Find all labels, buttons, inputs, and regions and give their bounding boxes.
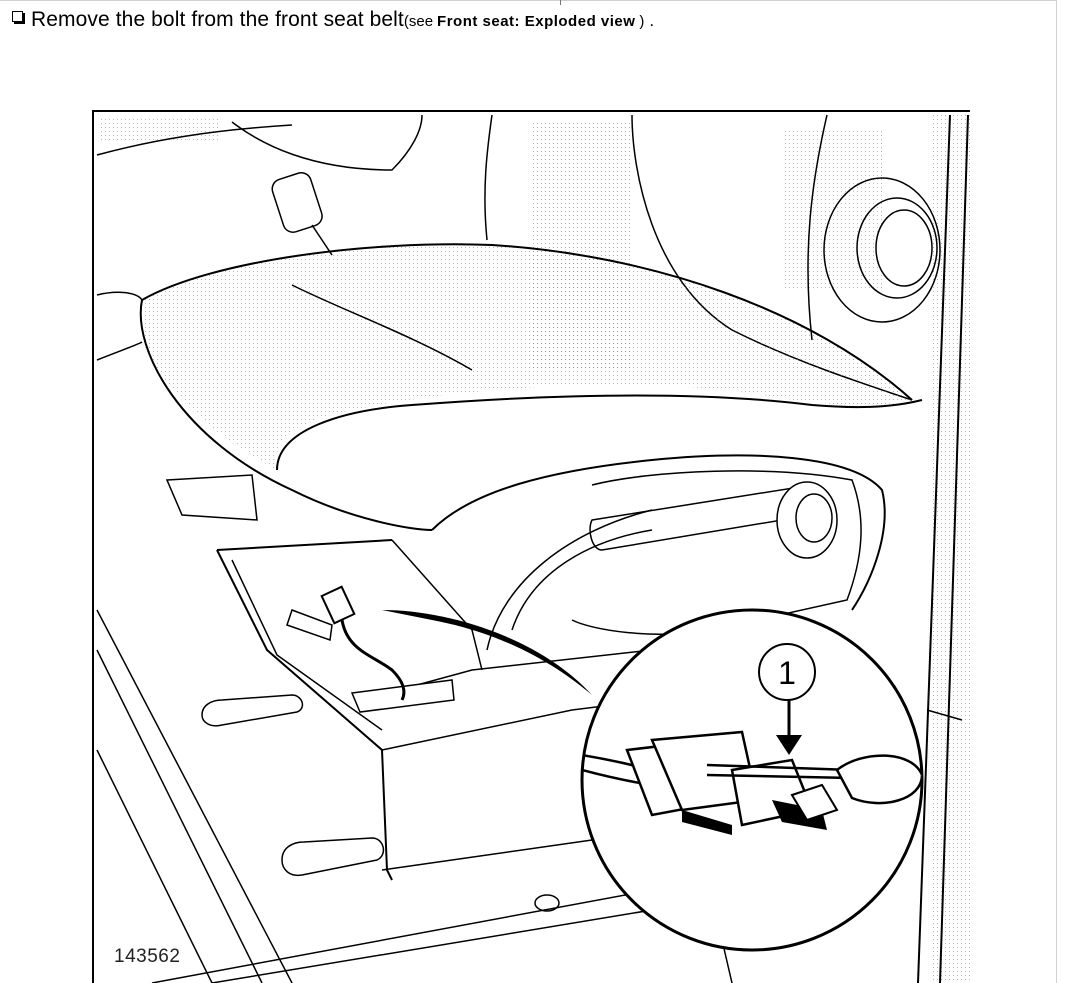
procedure-step: Remove the bolt from the front seat belt…	[12, 8, 654, 36]
checkbox-bullet-icon	[12, 11, 23, 22]
seat-cushion	[96, 243, 923, 531]
paren-close: )	[639, 13, 645, 30]
callout-label: 1	[778, 655, 796, 691]
magnified-detail: 1	[580, 608, 924, 952]
harness-connector	[286, 585, 406, 701]
page-margin	[1062, 0, 1092, 983]
paren-open: (see	[403, 13, 434, 30]
seat-rail	[165, 474, 693, 912]
door-pillar	[917, 114, 972, 983]
figure-number: 143562	[114, 946, 181, 967]
step-text: Remove the bolt from the front seat belt	[31, 8, 404, 31]
top-marker	[560, 0, 561, 5]
seat-side-panel	[431, 454, 886, 651]
floor-lines	[96, 609, 733, 983]
document-frame	[0, 0, 1057, 983]
step-terminator: .	[649, 11, 655, 30]
exploded-view-link[interactable]: Front seat: Exploded view	[437, 13, 636, 30]
seat-illustration: 1 143562	[92, 110, 972, 983]
lever-knob	[271, 171, 333, 256]
round-knob	[823, 177, 941, 323]
seat-belt-connector-diagram: 1	[92, 110, 972, 983]
